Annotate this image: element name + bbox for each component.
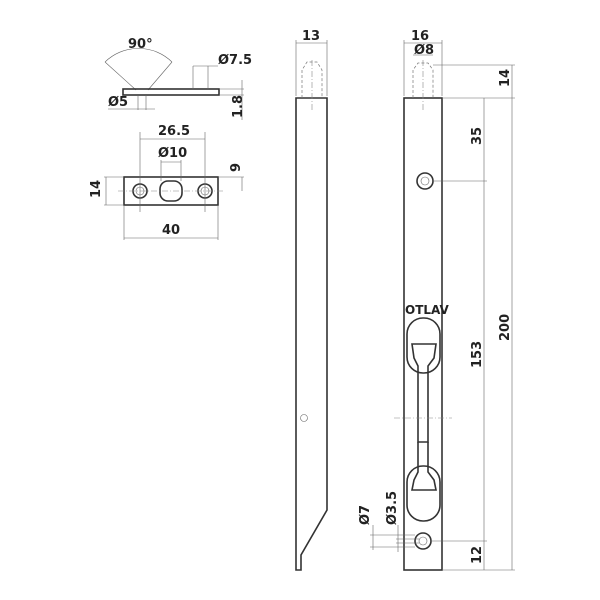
mid-length-label: 153 [470,341,485,368]
pin-diameter-label: Ø8 [414,43,434,58]
hole-spacing-label: 26.5 [158,124,190,139]
bolt-side-view: 13 [295,29,328,571]
brand-label: OTLAV [405,303,450,317]
pin-length-label: 14 [498,69,513,87]
thickness-label: 1.8 [231,95,246,118]
plate-width-label: 40 [162,223,180,238]
bolt-front-view: OTLAV 16 Ø8 14 35 200 153 12 Ø7 Ø3.5 [358,29,515,571]
strike-plate-front-view: 26.5 Ø10 14 9 40 [89,124,244,240]
screw-inner-diameter-label: Ø3.5 [385,491,400,525]
screw-outer-diameter-label: Ø7 [358,505,373,525]
strike-plate-side-view: 90° Ø7.5 Ø5 1.8 [104,37,252,120]
top-hole-distance-label: 35 [470,127,485,145]
countersink-diameter-label: Ø7.5 [218,53,252,68]
slot-offset-label: 9 [229,163,244,172]
total-length-label: 200 [498,314,513,341]
side-width-label: 13 [302,29,320,44]
angle-label: 90° [128,37,153,52]
small-hole-diameter-label: Ø5 [108,95,128,110]
bottom-hole-distance-label: 12 [470,546,485,564]
slot-diameter-label: Ø10 [158,146,187,161]
plate-height-label: 14 [89,180,104,198]
front-width-label: 16 [411,29,429,44]
